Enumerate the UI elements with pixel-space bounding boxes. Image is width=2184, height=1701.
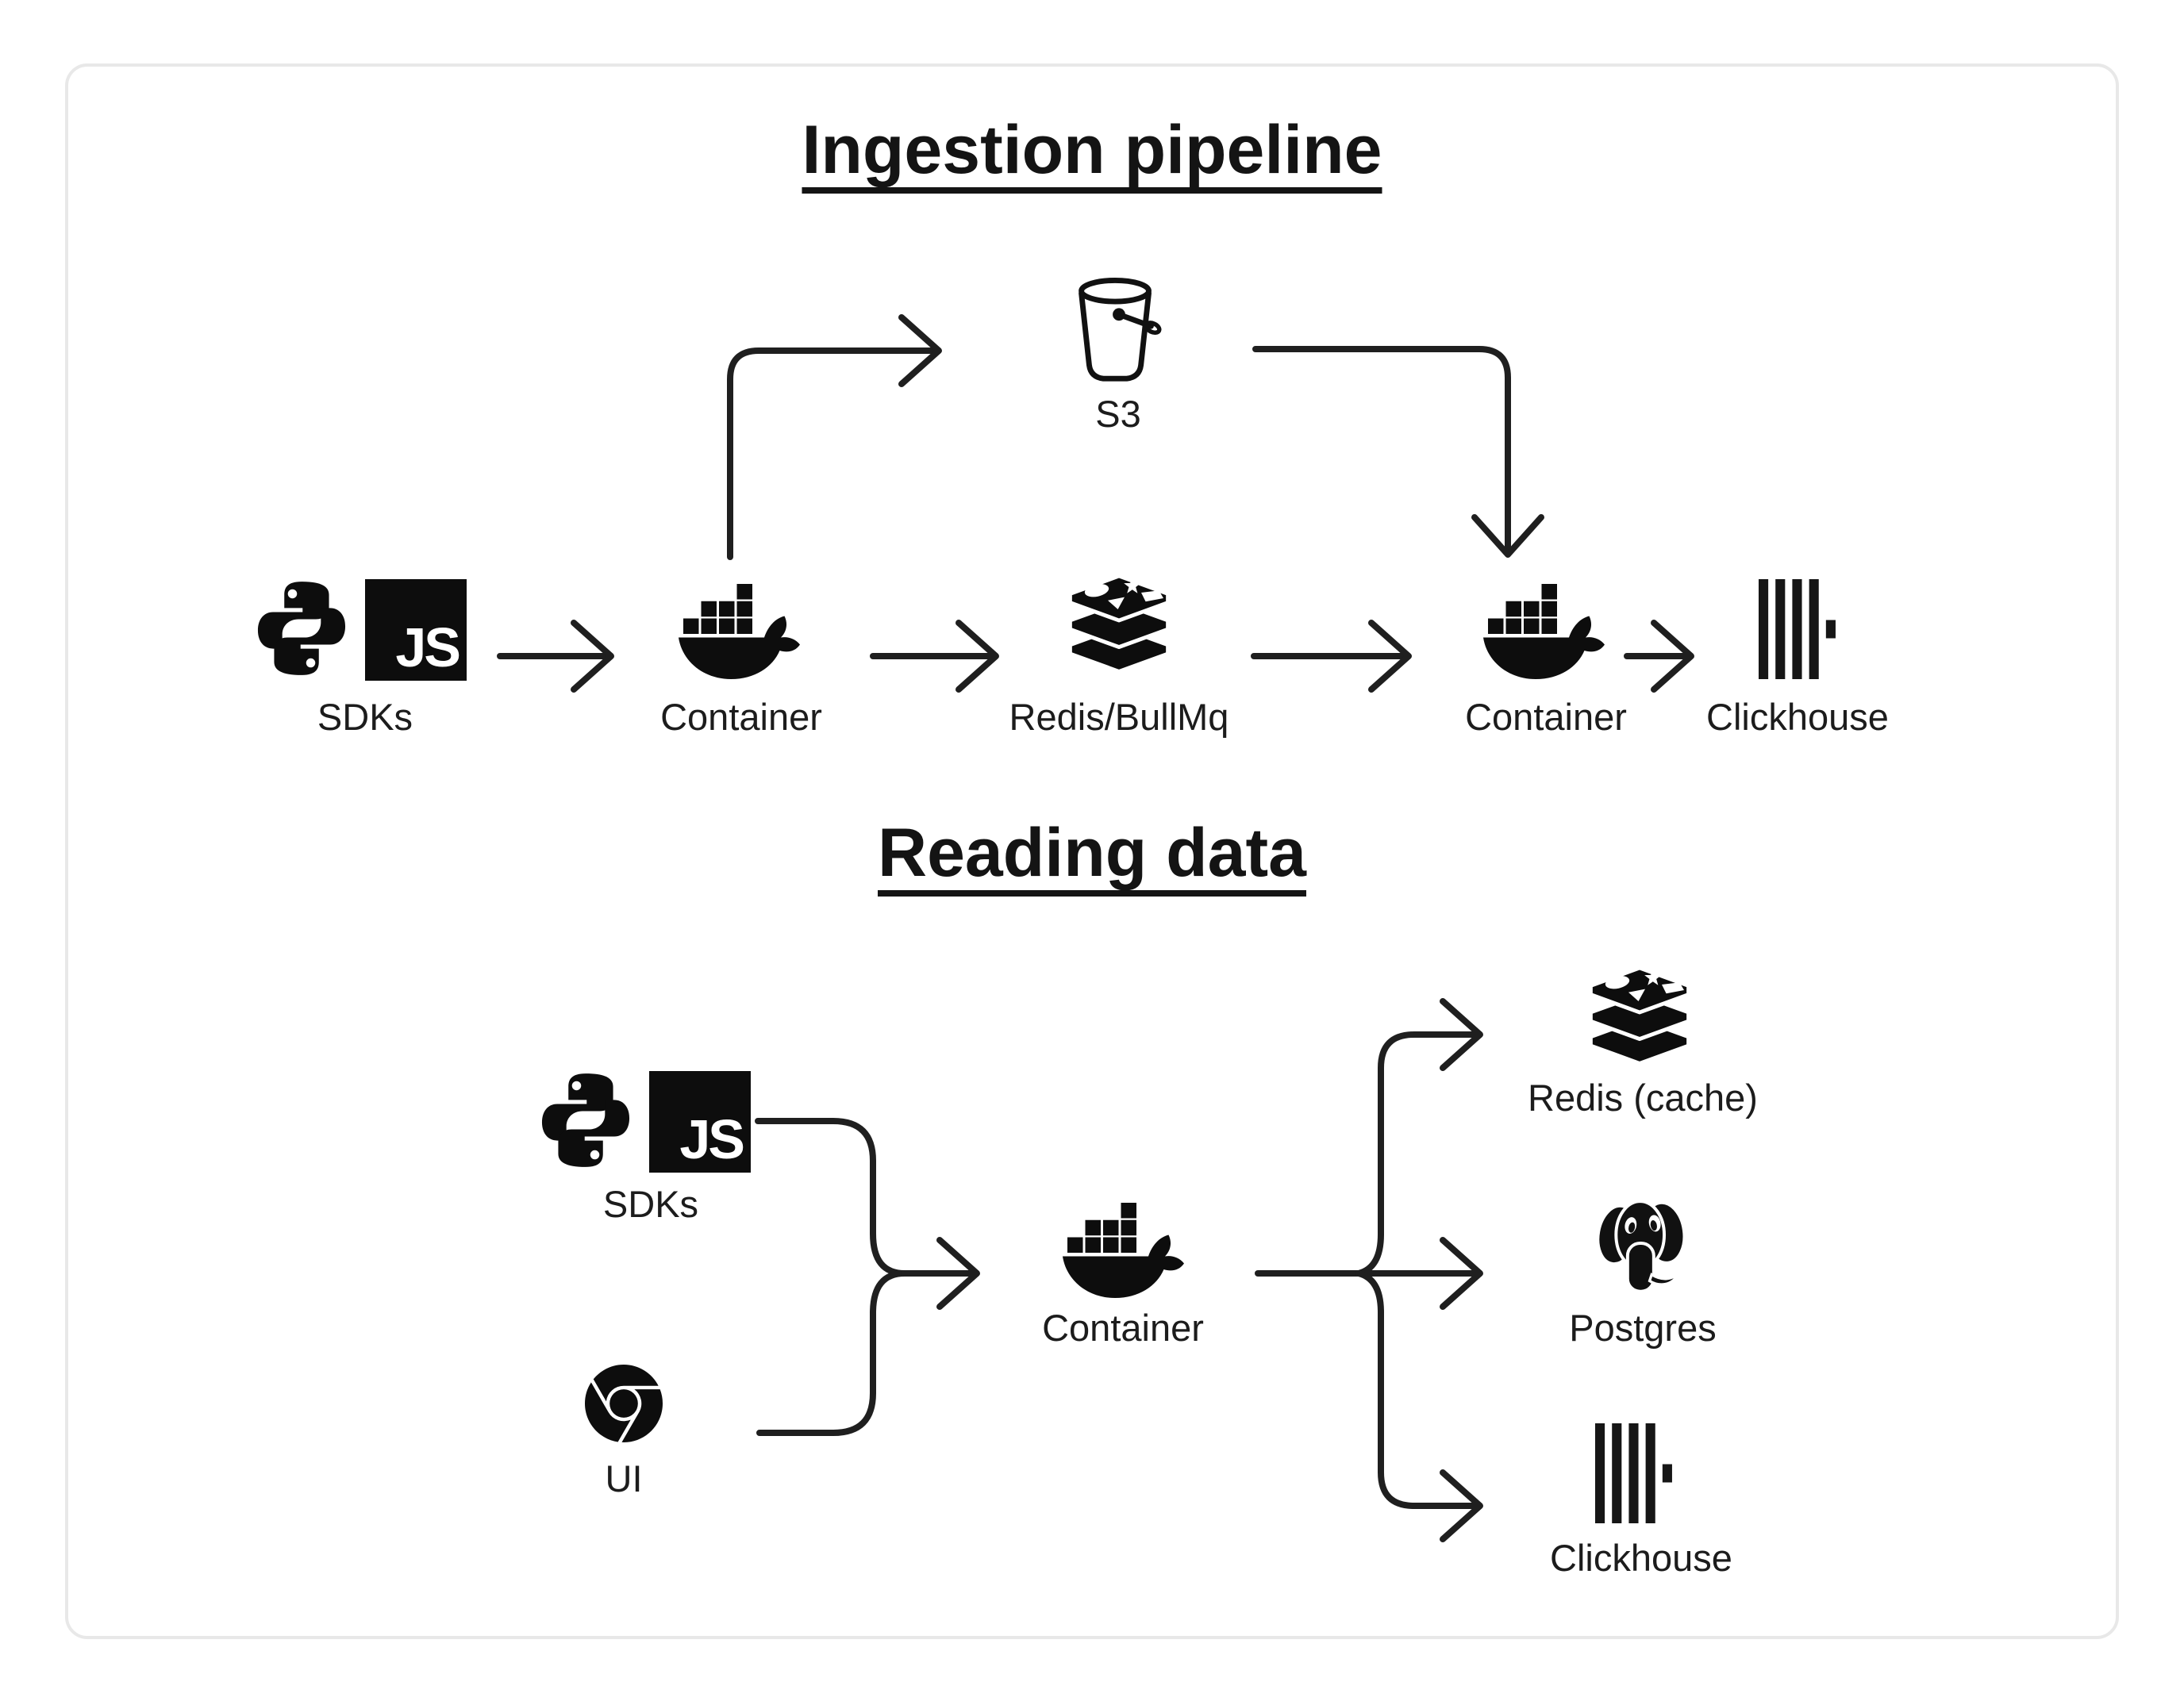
clickhouse-reading-label: Clickhouse — [1550, 1537, 1732, 1579]
container-ingest-label: Container — [660, 696, 822, 738]
arrow-container-to-redis-cache — [1355, 998, 1483, 1277]
postgres-label: Postgres — [1569, 1307, 1717, 1349]
bucket-icon — [1068, 275, 1168, 392]
arrow-sdks-to-container — [497, 620, 614, 693]
docker-icon — [1057, 1203, 1192, 1303]
arrow-container-to-postgres — [1355, 1237, 1483, 1310]
reading-title: Reading data — [878, 815, 1306, 891]
js-badge-text: JS — [395, 616, 461, 678]
chrome-icon — [585, 1365, 663, 1442]
postgresql-icon — [1589, 1187, 1694, 1300]
redis-icon — [1062, 576, 1176, 676]
sdks-label-reading: SDKs — [602, 1183, 699, 1225]
redis-icon — [1582, 968, 1697, 1068]
arrow-container-to-redis — [870, 620, 999, 693]
diagram-card — [65, 63, 2119, 1639]
arrow-container-to-clickhouse-read — [1355, 1270, 1483, 1542]
container-reading-label: Container — [1042, 1307, 1204, 1349]
ingestion-title: Ingestion pipeline — [802, 112, 1382, 188]
javascript-icon: JS — [365, 579, 467, 681]
ui-label: UI — [605, 1457, 643, 1499]
arrow-merge-to-container — [902, 1237, 980, 1310]
arrow-container-to-clickhouse — [1624, 620, 1694, 693]
python-icon — [251, 574, 352, 682]
javascript-icon: JS — [649, 1071, 751, 1173]
arrow-container-to-s3 — [727, 314, 942, 560]
python-icon — [535, 1066, 636, 1174]
sdks-label-ingestion: SDKs — [317, 696, 413, 738]
container-worker-label: Container — [1465, 696, 1627, 738]
arrow-redis-to-container — [1251, 620, 1412, 693]
s3-label: S3 — [1095, 393, 1141, 435]
line-sdks-merge — [755, 1118, 908, 1277]
arrow-s3-to-container — [1252, 346, 1544, 558]
redis-queue-label: Redis/BullMq — [1009, 696, 1229, 738]
line-ui-merge — [756, 1270, 908, 1436]
redis-cache-label: Redis (cache) — [1528, 1077, 1758, 1119]
clickhouse-ingest-label: Clickhouse — [1706, 696, 1889, 738]
docker-icon — [673, 584, 808, 684]
docker-icon — [1478, 584, 1613, 684]
clickhouse-icon — [1759, 579, 1838, 679]
js-badge-text: JS — [679, 1108, 745, 1170]
clickhouse-icon — [1595, 1423, 1675, 1523]
